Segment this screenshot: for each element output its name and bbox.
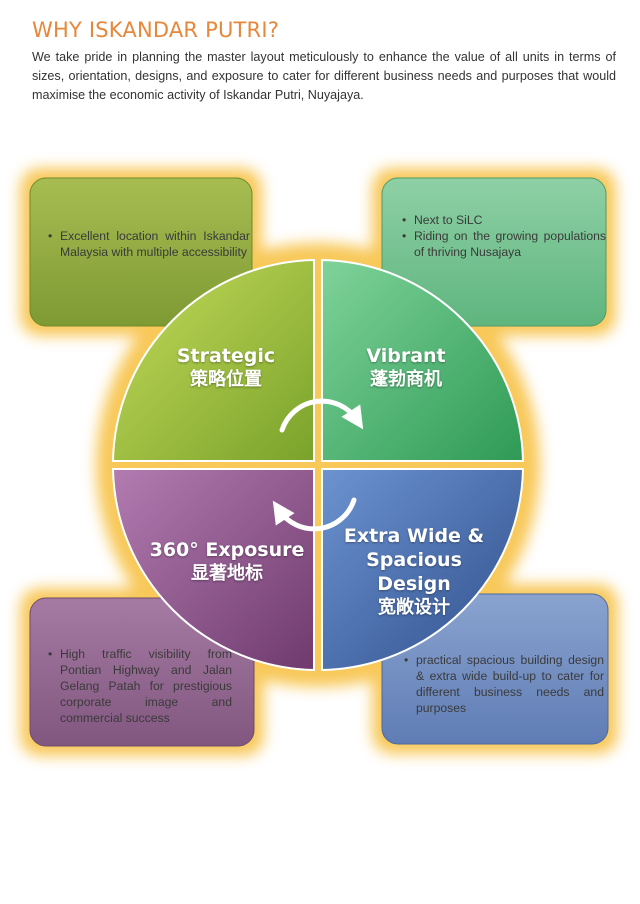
vibrant-label: Vibrant 蓬勃商机 <box>346 344 466 392</box>
strategic-label: Strategic 策略位置 <box>166 344 286 392</box>
list-item: practical spacious building design & ext… <box>404 652 604 716</box>
exposure-subtitle: 显著地标 <box>191 563 263 584</box>
vibrant-quadrant <box>321 258 525 462</box>
intro-paragraph: We take pride in planning the master lay… <box>32 50 616 102</box>
list-item: Excellent location within Iskandar Malay… <box>48 228 250 260</box>
exposure-box-list: High traffic visibility from Pontian Hig… <box>46 646 232 726</box>
design-subtitle: 宽敞设计 <box>378 597 450 618</box>
vibrant-subtitle: 蓬勃商机 <box>370 369 442 390</box>
circular-arrows-icon <box>272 398 364 532</box>
strategic-quadrant <box>111 258 315 462</box>
vibrant-title: Vibrant <box>366 345 446 367</box>
exposure-title: 360° Exposure <box>149 539 305 561</box>
design-quadrant <box>321 468 525 672</box>
list-item: Riding on the growing populations of thr… <box>402 228 606 260</box>
exposure-quadrant <box>111 468 315 672</box>
strategic-title: Strategic <box>176 345 276 367</box>
design-label: Extra Wide & Spacious Design 宽敞设计 <box>330 524 498 620</box>
strategic-subtitle: 策略位置 <box>190 369 262 390</box>
strategic-box-list: Excellent location within Iskandar Malay… <box>46 228 250 260</box>
vibrant-box-list: Next to SiLC Riding on the growing popul… <box>400 212 606 260</box>
list-item: High traffic visibility from Pontian Hig… <box>48 646 232 726</box>
page-title: WHY ISKANDAR PUTRI? <box>32 18 280 42</box>
exposure-label: 360° Exposure 显著地标 <box>144 538 310 586</box>
design-title-line2: Spacious <box>366 549 462 571</box>
design-box-list: practical spacious building design & ext… <box>402 652 604 716</box>
design-title-line1: Extra Wide & <box>343 525 485 547</box>
list-item: Next to SiLC <box>402 212 606 228</box>
design-title-line3: Design <box>377 573 451 595</box>
